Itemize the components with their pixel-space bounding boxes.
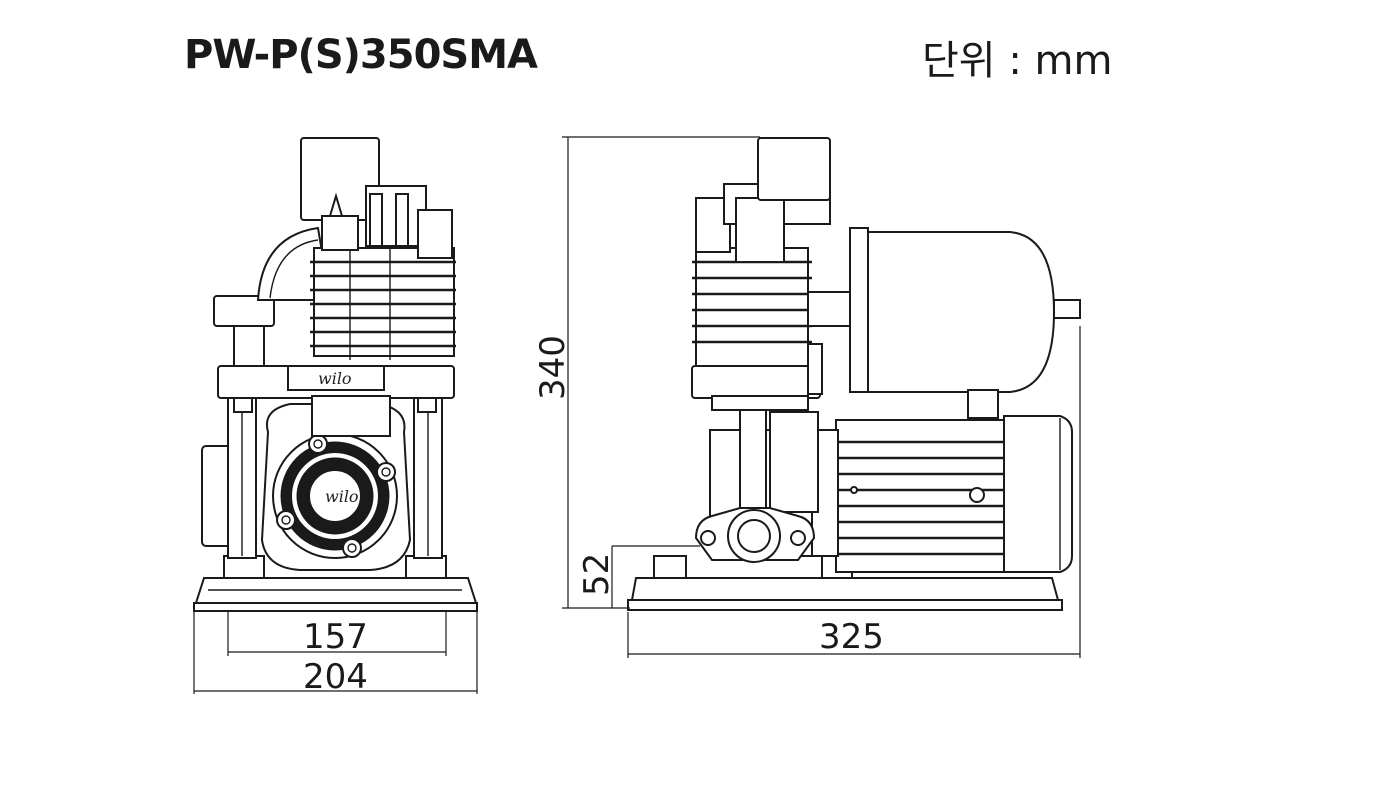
side-pressure-tank — [867, 231, 1056, 393]
front-tank-arc — [256, 226, 332, 301]
dim-340: 340 — [533, 335, 573, 400]
side-motor-fins — [836, 440, 1006, 556]
dim-325: 325 — [819, 617, 884, 657]
dim-204: 204 — [303, 657, 368, 697]
side-motor-cap — [1003, 415, 1073, 573]
front-fins — [310, 260, 456, 348]
front-view: wilo wilo — [193, 137, 478, 612]
unit-label: 단위 : mm — [922, 38, 1113, 84]
side-base-edge — [627, 599, 1063, 611]
impeller-logo: wilo — [325, 487, 359, 506]
dimension-lines — [193, 136, 1081, 694]
side-base-plate — [630, 577, 1060, 601]
side-pressure-switch — [757, 137, 831, 201]
dim-157: 157 — [303, 617, 368, 657]
side-fin-block — [695, 247, 809, 367]
front-base-edge — [193, 602, 478, 612]
dim-52: 52 — [577, 553, 617, 596]
side-frame — [691, 365, 821, 399]
front-logo: wilo — [318, 369, 352, 388]
impeller-hub — [308, 469, 362, 523]
side-view — [627, 137, 1081, 611]
model-title: PW-P(S)350SMA — [184, 32, 538, 78]
front-fin-block — [313, 247, 455, 357]
side-tank-flange — [849, 227, 869, 393]
side-tank-valve — [1053, 299, 1081, 319]
